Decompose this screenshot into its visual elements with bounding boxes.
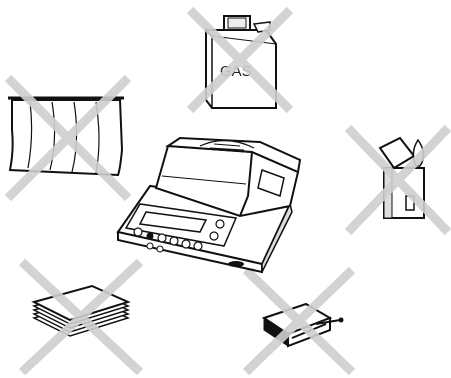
hazard-lighter [348, 128, 448, 232]
hazard-gas-canister: GAS [190, 10, 290, 110]
moisture-analyzer-balance [118, 138, 300, 272]
hazard-curtain [8, 78, 128, 198]
hazard-matchbox [246, 270, 352, 372]
hazard-paper-stack [22, 262, 140, 372]
